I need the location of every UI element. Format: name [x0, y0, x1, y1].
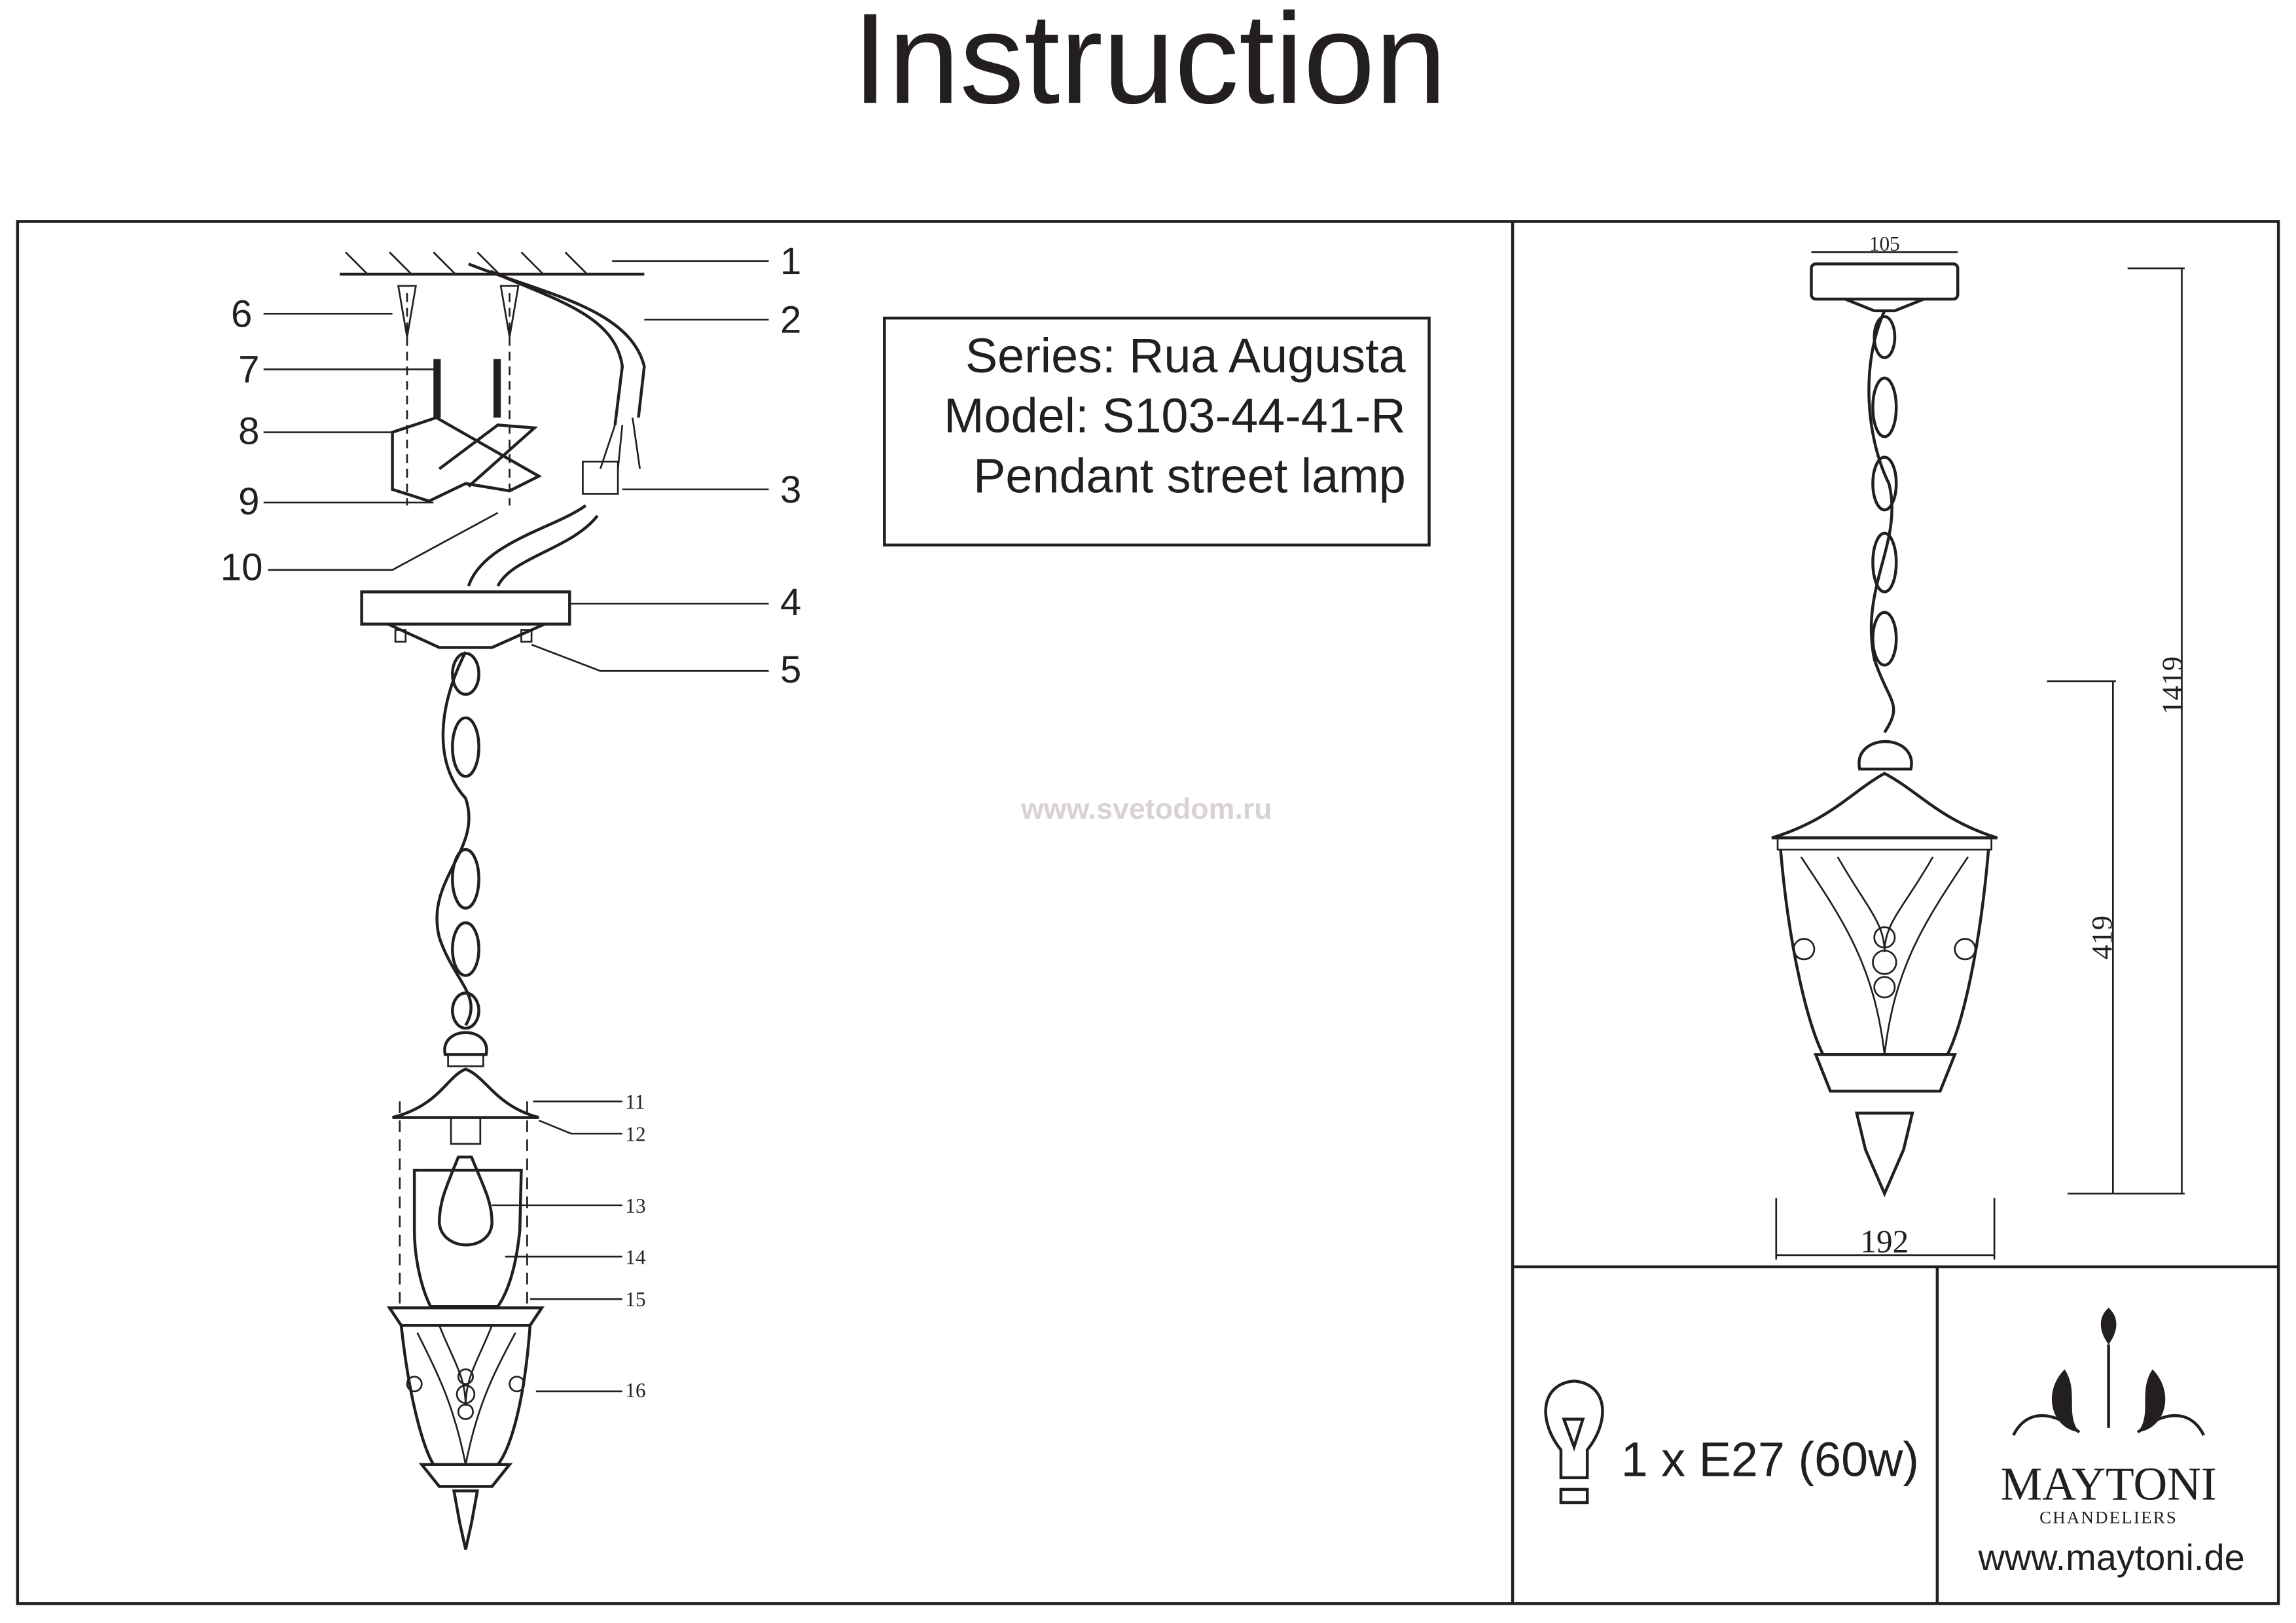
page-title: Instruction — [852, 0, 1446, 130]
dimension-canopy-width: 105 — [1869, 232, 1900, 255]
bulb-spec: 1 x E27 (60w) — [1621, 1433, 1919, 1487]
brand-website-link[interactable]: www.maytoni.de — [1978, 1537, 2245, 1578]
part-label: 14 — [625, 1245, 646, 1268]
part-label: 2 — [780, 298, 801, 341]
dimension-total-height: 1419 — [2155, 656, 2188, 715]
bulb-icon — [1544, 1380, 1604, 1505]
frame — [16, 220, 2280, 1605]
part-labels: 1 2 3 4 5 6 7 8 9 10 11 12 13 14 15 16 — [221, 240, 801, 1402]
part-label: 11 — [625, 1090, 645, 1113]
part-label: 3 — [780, 469, 801, 511]
maytoni-logo-icon — [2012, 1308, 2206, 1436]
part-label: 7 — [238, 348, 259, 391]
assembly-drawing — [263, 251, 769, 1550]
watermark: www.svetodom.ru — [1020, 793, 1272, 825]
part-label: 5 — [780, 649, 801, 691]
part-label: 8 — [238, 410, 259, 452]
part-label: 9 — [238, 480, 259, 523]
part-label: 1 — [780, 240, 801, 283]
part-label: 16 — [625, 1379, 645, 1402]
dimension-drawing — [1771, 251, 2185, 1260]
part-label: 12 — [625, 1122, 645, 1145]
series-text: Series: Rua Augusta — [965, 329, 1407, 383]
product-type-text: Pendant street lamp — [973, 448, 1406, 503]
part-label: 6 — [231, 293, 252, 335]
part-label: 4 — [780, 581, 801, 624]
dimension-lantern-height: 419 — [2085, 916, 2118, 959]
part-label: 10 — [221, 546, 263, 589]
model-text: Model: S103-44-41-R — [944, 389, 1406, 443]
part-label: 13 — [625, 1194, 645, 1217]
part-label: 15 — [625, 1288, 645, 1311]
brand-name: MAYTONI — [2001, 1459, 2217, 1510]
brand-tagline: CHANDELIERS — [2039, 1507, 2178, 1527]
dimension-shade-width: 192 — [1860, 1223, 1909, 1259]
info-box: Series: Rua Augusta Model: S103-44-41-R … — [883, 316, 1431, 547]
